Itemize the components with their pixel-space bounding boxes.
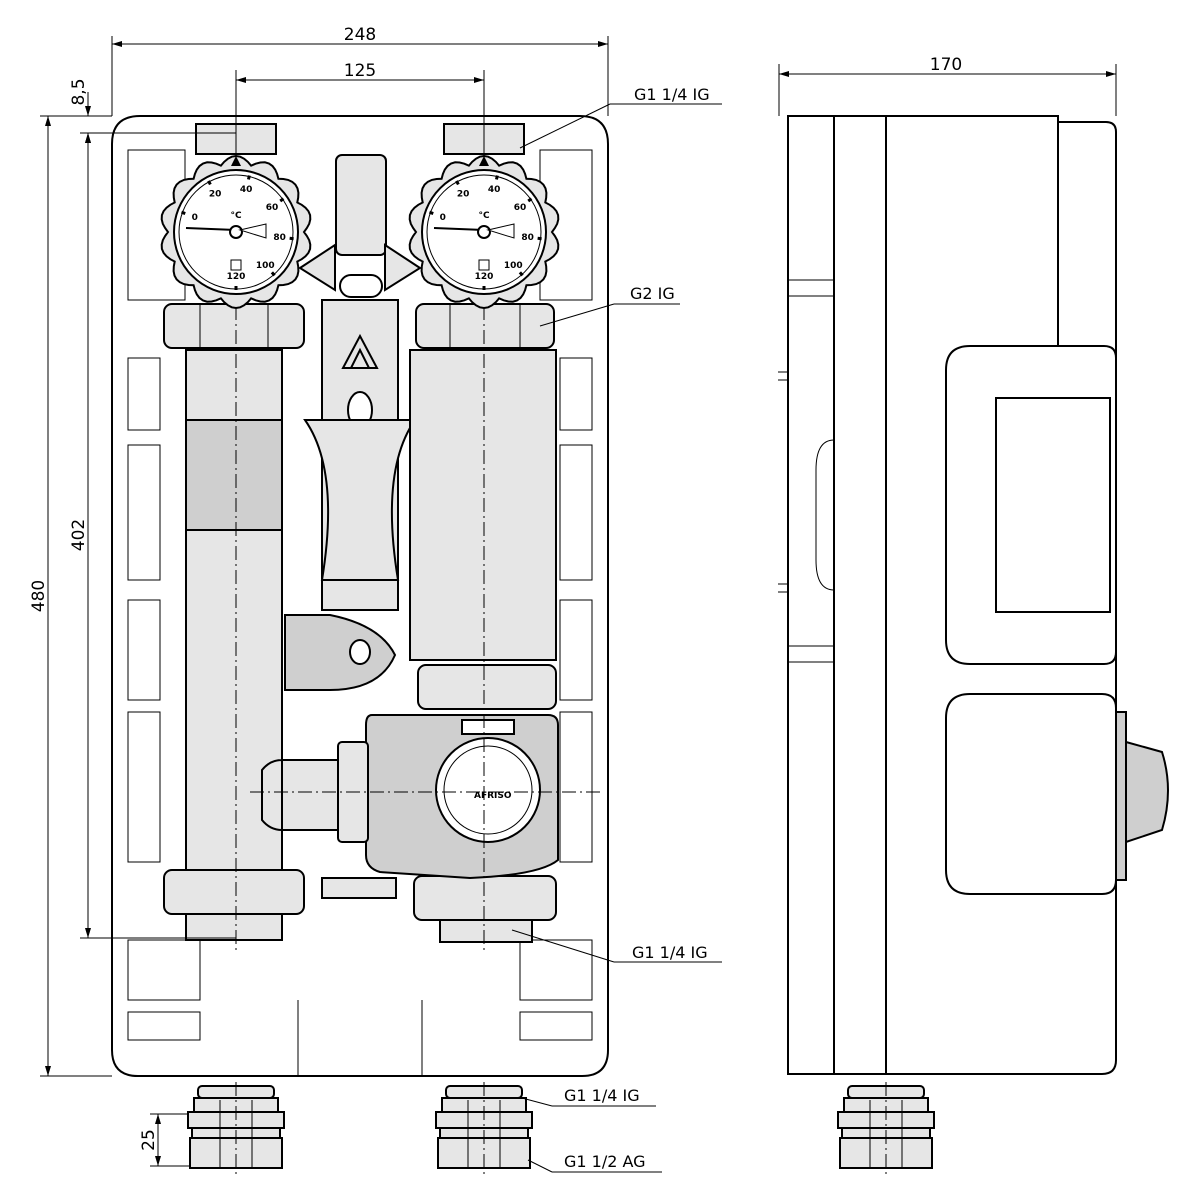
check-valve-body	[303, 419, 417, 581]
gauge-tick	[527, 197, 533, 203]
left-pump-body	[185, 419, 283, 531]
housing-ribs-right	[559, 357, 593, 701]
gauge-tick	[246, 175, 251, 180]
label-top-thread: G1 1/4 IG	[634, 85, 710, 104]
gauge-unit: °C	[230, 211, 242, 221]
thermometer-gauge-left: 0 20 40 60 80 100 120 °C	[160, 154, 312, 310]
gauge-scale-label: 20	[457, 189, 470, 199]
gauge-scale-label: 0	[440, 213, 446, 223]
dim-total-width: 248	[344, 25, 376, 45]
housing-ribs-left	[127, 357, 161, 701]
side-view: 170	[778, 55, 1169, 1075]
gauge-tick	[207, 180, 212, 186]
gauge-tick	[494, 175, 499, 180]
housing-recess-right-top	[539, 149, 593, 301]
connector-right	[435, 1082, 533, 1176]
gauge-scale-label: 60	[266, 203, 279, 213]
gauge-marker	[479, 156, 489, 166]
gauge-scale-label: 40	[488, 185, 501, 195]
gauge-needle	[433, 227, 485, 231]
gauge-marker	[231, 156, 241, 166]
side-pump-cover	[945, 345, 1117, 665]
gauge-tick	[270, 271, 276, 277]
right-pipe	[409, 349, 557, 661]
insulation-housing	[111, 115, 609, 1077]
left-bottom-union	[163, 869, 305, 915]
dim-depth: 170	[930, 55, 962, 75]
left-union-nut	[163, 303, 305, 349]
gauge-tick	[455, 180, 460, 186]
gauge-tick	[518, 271, 524, 277]
dim-pipe-spacing: 125	[344, 61, 376, 81]
gauge-tick	[279, 197, 285, 203]
gauge-hub	[229, 225, 243, 239]
gauge-logo	[478, 259, 490, 271]
gauge-needle	[185, 227, 237, 231]
right-union-nut	[415, 303, 555, 349]
right-bottom-union	[413, 875, 557, 921]
gauge-scale-label: 80	[273, 233, 286, 243]
actuator-knob	[435, 737, 541, 843]
side-housing	[787, 115, 1117, 1075]
connector-side	[837, 1082, 935, 1176]
gauge-scale-label: 120	[475, 272, 494, 282]
gauge-scale-label: 40	[240, 185, 253, 195]
brand-label: AFRISO	[474, 791, 512, 801]
label-connector-outer: G1 1/2 AG	[564, 1152, 646, 1171]
dim-connector-height: 25	[139, 1129, 159, 1151]
gauge-scale-label: 80	[521, 233, 534, 243]
gauge-scale-label: 60	[514, 203, 527, 213]
gauge-scale-label: 20	[209, 189, 222, 199]
afriso-logo-triangle	[341, 333, 379, 369]
gauge-tick	[180, 210, 186, 215]
gauge-scale-label: 0	[192, 213, 198, 223]
front-view: AFRISO 0 20 40 60 80 100 120 °C 0 20 40 60 80 100 120…	[111, 115, 609, 1077]
dim-pipe-height: 402	[69, 519, 89, 551]
housing-feet	[127, 939, 593, 1001]
label-union-thread: G2 IG	[630, 284, 675, 303]
label-bottom-thread: G1 1/4 IG	[632, 943, 708, 962]
side-actuator-cover	[945, 693, 1117, 895]
thread-labels: G1 1/4 IG G2 IG G1 1/4 IG G1 1/4 IG G1 1…	[511, 85, 722, 1173]
right-mid-union	[417, 664, 557, 710]
dimension-lines: 248 125 480 402 8,5 25	[29, 25, 609, 1167]
housing-feet-lower	[127, 1011, 593, 1041]
gauge-scale-label: 120	[227, 272, 246, 282]
gauge-scale-label: 100	[256, 261, 275, 271]
dim-top-offset: 8,5	[69, 78, 89, 105]
actuator-display	[461, 719, 515, 735]
gauge-tick	[428, 210, 434, 215]
label-connector-inner: G1 1/4 IG	[564, 1086, 640, 1105]
housing-recess-left-top	[127, 149, 186, 301]
dim-total-height: 480	[29, 580, 49, 612]
gauge-hub	[477, 225, 491, 239]
center-bypass-valve	[335, 154, 387, 256]
gauge-scale-label: 100	[504, 261, 523, 271]
connector-left	[187, 1082, 285, 1176]
housing-ribs-lower	[127, 711, 593, 863]
side-actuator-knob	[1125, 740, 1169, 844]
bracket-slot	[339, 274, 383, 298]
pump-flange	[284, 614, 397, 691]
mixer-inlet-stub	[261, 758, 341, 832]
bottom-connectors	[187, 1082, 935, 1176]
gauge-unit: °C	[478, 211, 490, 221]
gauge-logo	[230, 259, 242, 271]
thermometer-gauge-right: 0 20 40 60 80 100 120 °C	[408, 154, 560, 310]
